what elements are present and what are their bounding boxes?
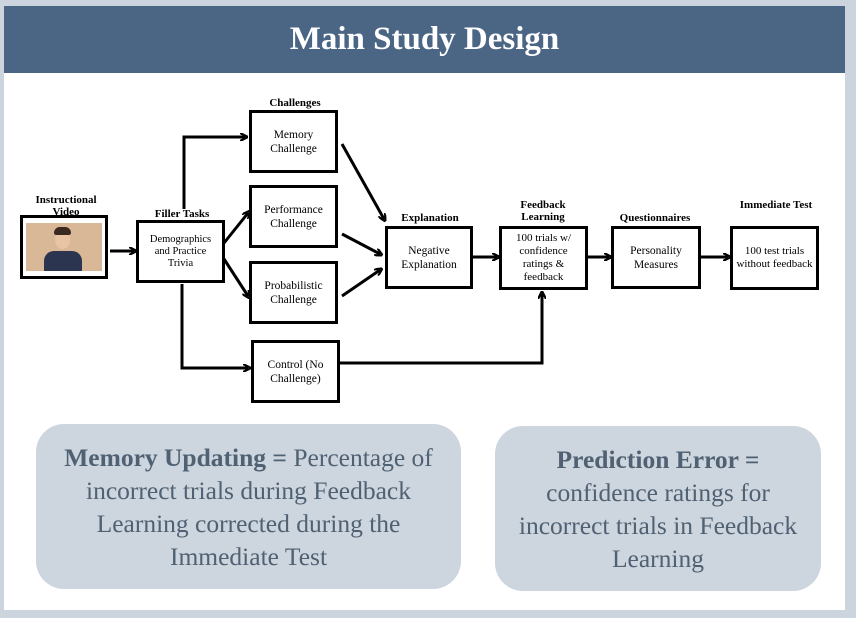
prediction-error-term: Prediction Error = bbox=[556, 444, 760, 474]
questionnaires-box: Personality Measures bbox=[611, 226, 701, 289]
person-hair bbox=[54, 227, 71, 235]
feedback-learning-box: 100 trials w/ confidence ratings & feedb… bbox=[499, 226, 588, 290]
probabilistic-challenge-box: Probabilistic Challenge bbox=[249, 261, 338, 324]
control-box: Control (No Challenge) bbox=[251, 340, 340, 403]
questionnaires-label: Questionnaires bbox=[619, 212, 691, 224]
filler-tasks-box: Demographics and Practice Trivia bbox=[136, 220, 225, 283]
arrow-control-to-feedback bbox=[340, 294, 542, 365]
explanation-box: Negative Explanation bbox=[385, 226, 473, 289]
video-thumbnail bbox=[26, 223, 102, 271]
memory-updating-definition: Memory Updating = Percentage of incorrec… bbox=[36, 424, 461, 589]
arrow-probabilistic-to-explanation bbox=[341, 270, 380, 298]
arrow-filler-to-probabilistic bbox=[222, 258, 248, 296]
arrow-filler-to-performance bbox=[222, 213, 248, 244]
immediate-test-box: 100 test trials without feedback bbox=[730, 226, 819, 290]
person-body bbox=[44, 251, 82, 271]
prediction-error-definition: Prediction Error = confidence ratings fo… bbox=[495, 426, 821, 591]
arrow-filler-to-control bbox=[180, 284, 248, 368]
challenges-label: Challenges bbox=[269, 97, 321, 109]
arrow-memory-to-explanation bbox=[340, 143, 384, 219]
feedback-learning-label: Feedback Learning bbox=[520, 199, 566, 223]
memory-updating-term: Memory Updating = bbox=[64, 442, 287, 472]
arrow-performance-to-explanation bbox=[341, 232, 380, 254]
filler-tasks-label: Filler Tasks bbox=[154, 208, 210, 220]
page-title: Main Study Design bbox=[289, 21, 560, 57]
instructional-video-box bbox=[20, 215, 108, 279]
explanation-label: Explanation bbox=[401, 212, 459, 224]
memory-updating-text: Percentage of incorrect trials during Fe… bbox=[85, 442, 433, 571]
prediction-error-text: confidence ratings for incorrect trials … bbox=[518, 477, 798, 573]
arrow-filler-to-memory bbox=[182, 137, 245, 209]
performance-challenge-box: Performance Challenge bbox=[249, 185, 338, 248]
header-bar: Main Study Design bbox=[4, 6, 845, 73]
immediate-test-label: Immediate Test bbox=[739, 199, 813, 211]
memory-challenge-box: Memory Challenge bbox=[249, 110, 338, 173]
